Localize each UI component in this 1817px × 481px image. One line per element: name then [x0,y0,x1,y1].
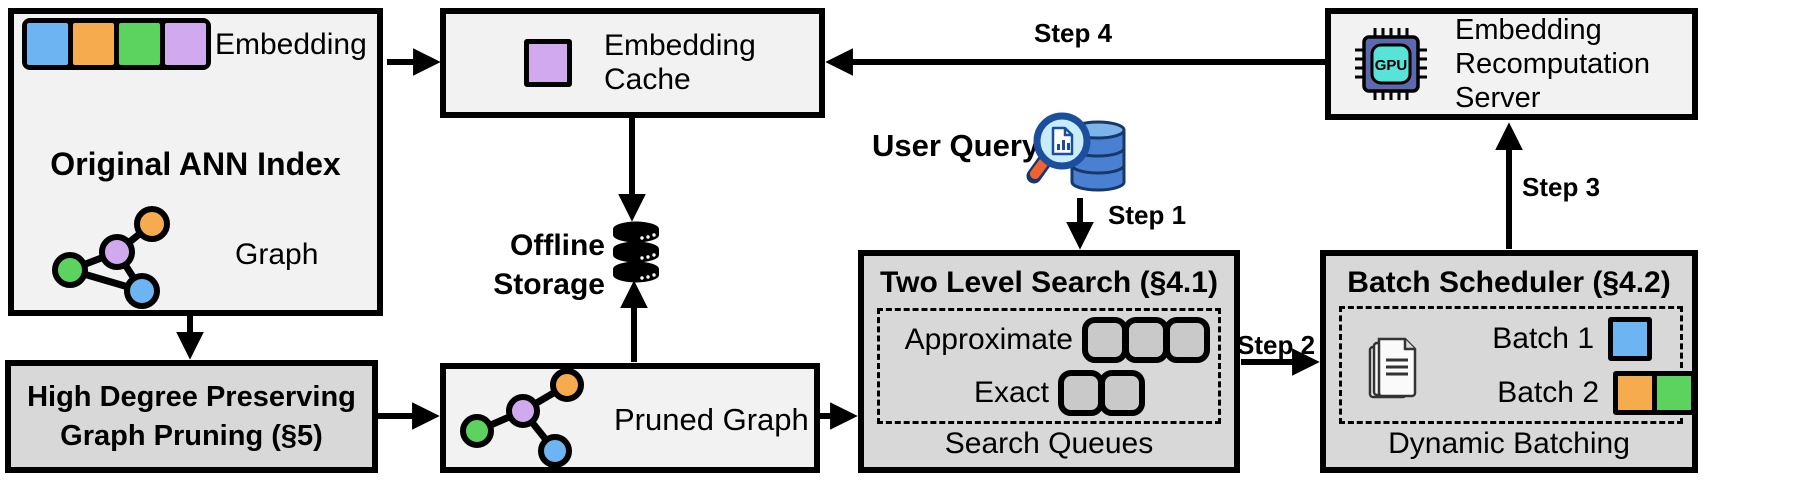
gpu-icon-label: GPU [1375,57,1408,74]
batch2-label: Batch 2 [1497,376,1599,409]
dynamic-batching-label: Dynamic Batching [1388,427,1630,460]
graph-pruning-label-line1: High Degree Preserving [27,381,356,413]
batch1-row: Batch 1 [1342,315,1652,363]
graph-label: Graph [235,238,319,271]
batch2-row: Batch 2 [1342,369,1696,417]
batch2-chip-orange [1613,371,1657,415]
embedding-cell-blue [27,23,68,65]
pruned-graph-label: Pruned Graph [614,402,809,437]
batch-scheduler-title: Batch Scheduler (§4.2) [1347,266,1671,299]
magnifier [1026,112,1091,184]
cached-embedding-icon [524,39,572,87]
search-queues-label: Search Queues [944,427,1154,460]
recomputation-server-box: GPU Embedding Recomputation Server [1325,8,1698,120]
embedding-cell-purple [165,23,206,65]
step3-label: Step 3 [1522,172,1601,202]
user-query-icon [1026,112,1126,192]
approximate-queue-row: Approximate [880,315,1210,365]
original-ann-index-title: Original ANN Index [50,146,341,182]
dynamic-batching-group: Batch 1 Batch 2 [1339,306,1696,424]
pruned-graph-box: Pruned Graph [440,363,820,473]
embedding-cache-label-line1: Embedding [604,28,756,62]
offline-storage-label-line1: Offline [510,229,605,262]
exact-slots [1058,370,1145,416]
search-queues-group: Approximate Exact [877,308,1221,424]
queue-slot [1164,317,1210,363]
server-label-line1: Embedding [1455,13,1602,46]
embedding-label: Embedding [215,28,367,61]
embedding-cache-box: Embedding Cache [440,8,825,118]
graph-pruning-label-line2: Graph Pruning (§5) [60,420,323,453]
embedding-cell-green [119,23,160,65]
batch1-label: Batch 1 [1492,322,1594,355]
two-level-search-title: Two Level Search (§4.1) [880,266,1218,299]
queue-slot [1082,317,1128,363]
original-ann-index-box: Embedding Original ANN Index Graph [8,8,383,316]
embedding-cache-label-line2: Cache [604,63,691,96]
queue-slot [1058,370,1104,416]
queue-slot [1123,317,1169,363]
original-graph-icon [52,206,170,309]
step2-label: Step 2 [1237,330,1316,360]
batch2-chip-green [1652,371,1696,415]
step4-label: Step 4 [1034,18,1113,48]
batch1-chip-blue [1608,317,1652,361]
server-label-line2: Recomputation [1455,47,1651,80]
batch-scheduler-box: Batch Scheduler (§4.2) Batch 1 Batch 2 [1320,250,1698,473]
user-query-label: User Query [872,128,1040,163]
approximate-slots [1082,317,1210,363]
exact-label: Exact [973,376,1049,409]
exact-queue-row: Exact [880,368,1145,418]
server-label-line3: Server [1455,82,1541,115]
queue-slot [1099,370,1145,416]
pruned-graph-icon [460,368,584,468]
approximate-label: Approximate [904,323,1073,356]
embedding-vector-icon [22,18,211,70]
step1-label: Step 1 [1108,200,1187,230]
gpu-icon: GPU [1355,28,1427,100]
two-level-search-box: Two Level Search (§4.1) Approximate Exac… [858,250,1240,473]
offline-storage-database-icon [613,221,659,283]
queries-documents-icon [1368,337,1417,399]
embedding-cell-orange [73,23,114,65]
offline-storage-label-line2: Storage [493,268,605,301]
graph-pruning-box: High Degree Preserving Graph Pruning (§5… [5,360,378,473]
